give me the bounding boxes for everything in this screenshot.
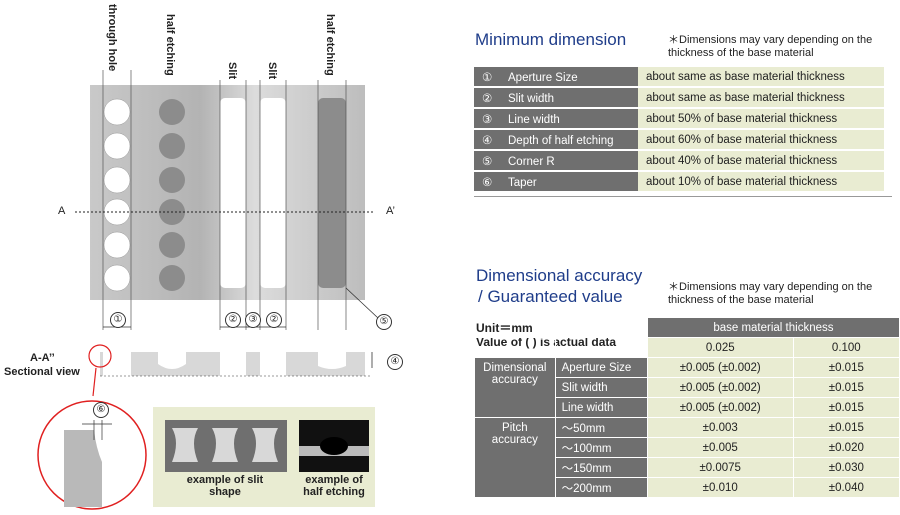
table-row: ～200mm±0.010±0.040	[475, 477, 900, 498]
line-label-a-prime: A’	[386, 205, 395, 217]
group-dimensional: Dimensional accuracy	[474, 357, 556, 418]
marker-4: ④	[387, 354, 403, 370]
section-holes	[103, 352, 346, 376]
detail-circle-large	[37, 400, 147, 510]
marker-1: ①	[110, 312, 126, 328]
label-through-hole: through hole	[106, 4, 118, 72]
marker-6: ⑥	[93, 402, 109, 418]
slit-2	[260, 98, 286, 288]
marker-3: ③	[245, 312, 261, 328]
table-row: Dimensional accuracy Aperture Size±0.005…	[474, 357, 900, 418]
table-row: Line width±0.005 (±0.002)±0.015	[475, 397, 900, 418]
taper-detail	[64, 430, 102, 507]
marker-5: ⑤	[376, 314, 392, 330]
section-label-2: Sectional view	[4, 366, 80, 378]
thickness-header: base material thickness	[646, 317, 900, 338]
accuracy-title-1: Dimensional accuracy	[476, 266, 643, 285]
slit-1	[220, 98, 246, 288]
line-label-a: A	[58, 205, 66, 217]
table-row: Pitch accuracy ～50mm±0.003±0.015	[474, 417, 900, 498]
section-label-1: A-A’’	[30, 352, 55, 364]
table-row: Slit width±0.005 (±0.002)±0.015	[475, 377, 900, 398]
table-row: ～150mm±0.0075±0.030	[475, 457, 900, 478]
accuracy-note: ＊Dimensions may vary depending on the th…	[668, 281, 873, 306]
etching-diagram: through hole half etching Slit Slit half…	[0, 0, 440, 515]
marker-2a: ②	[225, 312, 241, 328]
minimum-title: Minimum dimension	[475, 30, 627, 49]
minimum-note: ＊Dimensions may vary depending on the th…	[668, 34, 873, 59]
thickness-0025: 0.025	[646, 337, 794, 358]
label-half-etching-1: half etching	[164, 14, 176, 76]
marker-2b: ②	[266, 312, 282, 328]
half-etch-slot	[318, 98, 346, 288]
caption-half-etching: example of half etching	[303, 474, 365, 498]
caption-slit-shape: example of slit shape	[186, 474, 264, 498]
detail-circle-small	[88, 344, 112, 368]
through-holes	[103, 98, 131, 292]
thickness-0100: 0.100	[792, 337, 900, 358]
group-pitch: Pitch accuracy	[474, 417, 556, 498]
label-half-etching-2: half etching	[324, 14, 336, 76]
diagram-svg	[37, 70, 379, 510]
label-slit-2: Slit	[266, 62, 278, 80]
label-slit-1: Slit	[226, 62, 238, 80]
table-row: ～100mm±0.005±0.020	[475, 437, 900, 458]
divider	[474, 196, 892, 197]
accuracy-title-2: / Guaranteed value	[478, 287, 623, 306]
accuracy-table: base material thickness 0.025 0.100 Dime…	[474, 317, 900, 498]
